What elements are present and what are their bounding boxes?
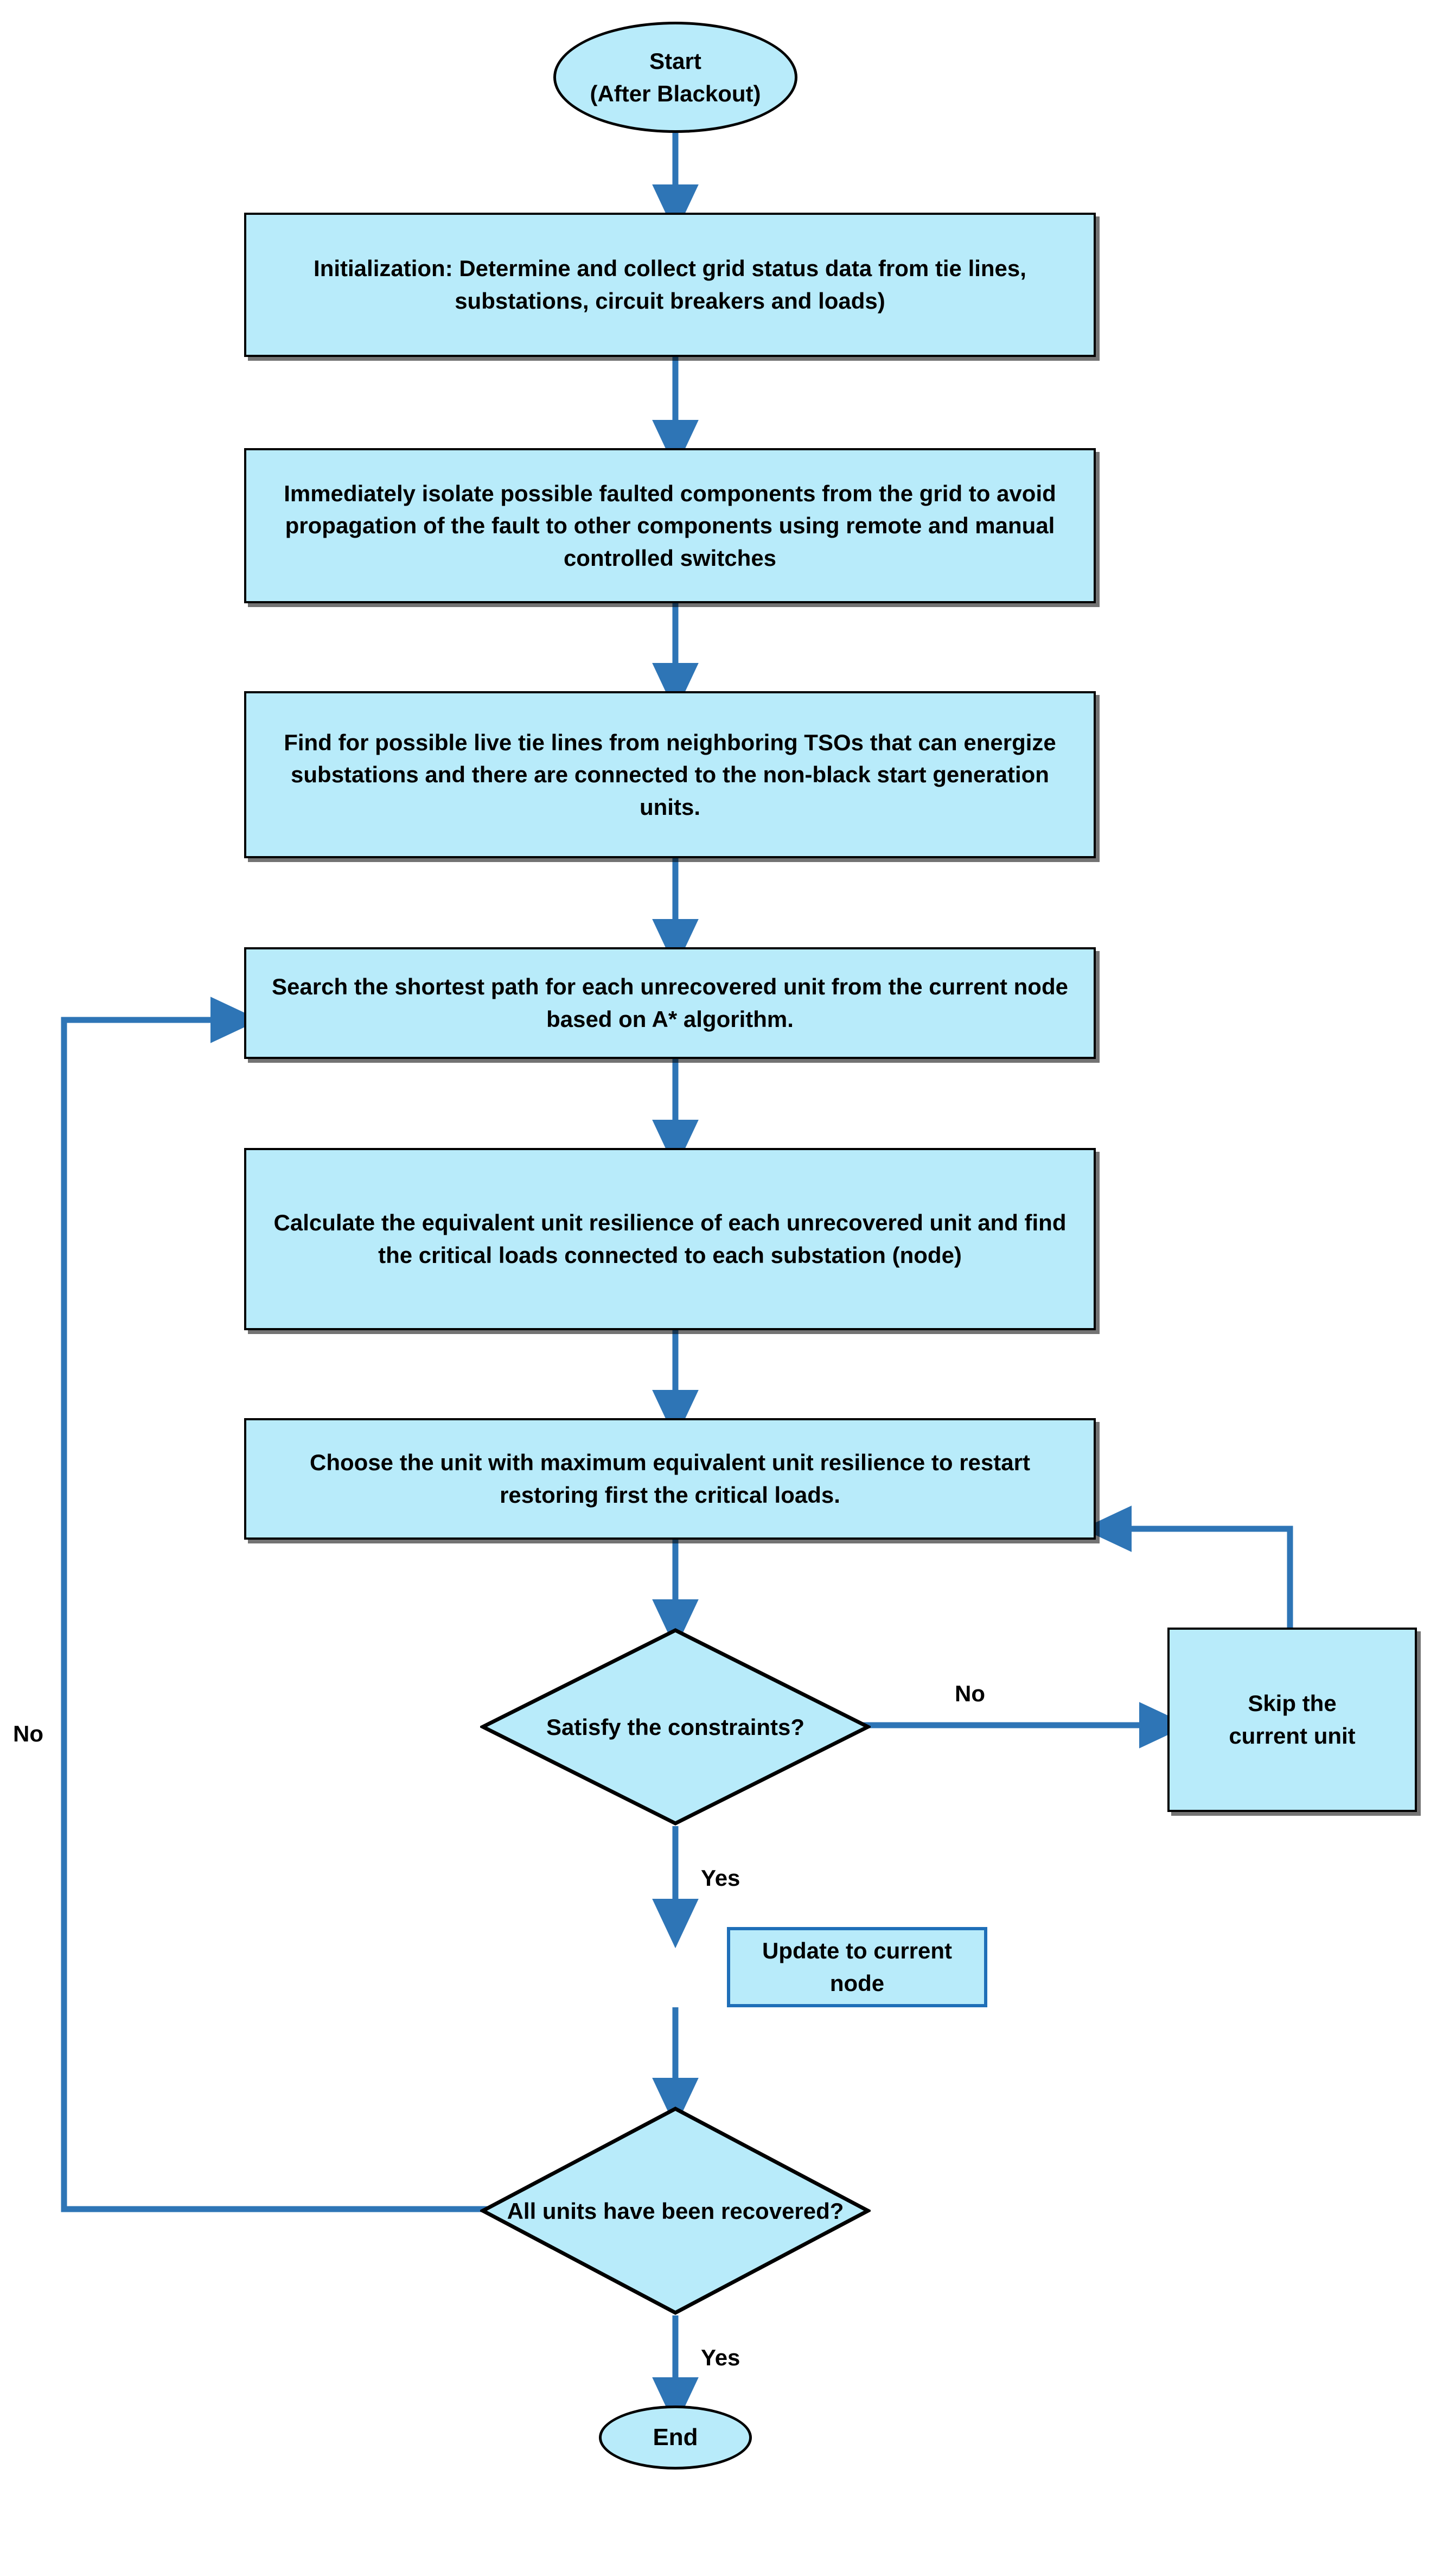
node-end-label: End	[653, 2423, 698, 2451]
edge-label-recovered-no: No	[13, 1721, 43, 1746]
node-update-node-label: Update to current node	[762, 1938, 953, 1996]
satisfy-constraints-shape	[480, 1628, 871, 1826]
node-calculate-resilience[interactable]: Calculate the equivalent unit resilience…	[244, 1148, 1096, 1330]
node-find-tie-lines[interactable]: Find for possible live tie lines from ne…	[244, 691, 1096, 858]
node-search-path[interactable]: Search the shortest path for each unreco…	[244, 947, 1096, 1059]
node-all-recovered[interactable]: All units have been recovered?	[480, 2106, 871, 2315]
all-recovered-shape	[480, 2107, 871, 2315]
node-find-tie-lines-label: Find for possible live tie lines from ne…	[284, 729, 1056, 820]
node-satisfy-constraints[interactable]: Satisfy the constraints?	[480, 1628, 871, 1826]
edge-label-recovered-yes: Yes	[701, 2345, 740, 2370]
node-update-node[interactable]: Update to current node	[727, 1927, 987, 2007]
node-skip-unit-label: Skip the current unit	[1229, 1690, 1356, 1749]
node-search-path-label: Search the shortest path for each unreco…	[272, 974, 1068, 1032]
node-skip-unit[interactable]: Skip the current unit	[1167, 1628, 1417, 1812]
node-start[interactable]: Start (After Blackout)	[553, 22, 797, 133]
node-isolate-faults[interactable]: Immediately isolate possible faulted com…	[244, 448, 1096, 603]
edge-label-constraints-yes: Yes	[701, 1865, 740, 1891]
node-calculate-resilience-label: Calculate the equivalent unit resilience…	[273, 1210, 1067, 1268]
node-initialization-label: Initialization: Determine and collect gr…	[314, 256, 1026, 314]
node-initialization[interactable]: Initialization: Determine and collect gr…	[244, 213, 1096, 357]
edge-label-constraints-no: No	[955, 1681, 985, 1706]
node-end[interactable]: End	[599, 2406, 752, 2470]
node-choose-unit[interactable]: Choose the unit with maximum equivalent …	[244, 1418, 1096, 1540]
node-choose-unit-label: Choose the unit with maximum equivalent …	[310, 1450, 1030, 1508]
node-isolate-faults-label: Immediately isolate possible faulted com…	[284, 480, 1056, 571]
node-start-label: Start (After Blackout)	[590, 48, 761, 106]
